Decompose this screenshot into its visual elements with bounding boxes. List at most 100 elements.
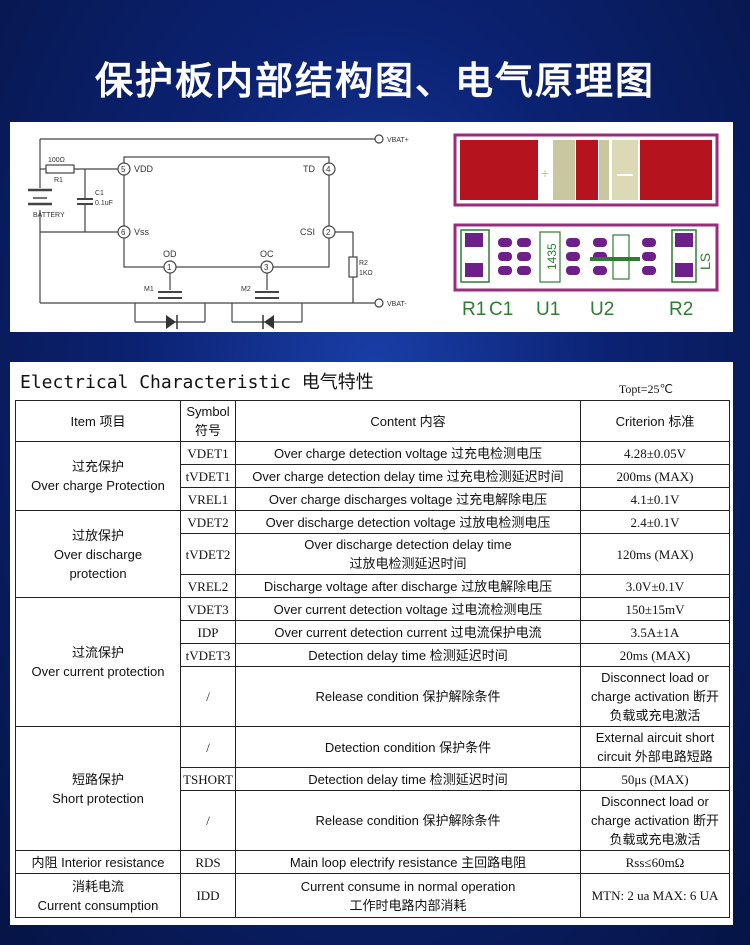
criterion-cell: 20ms (MAX) bbox=[580, 643, 730, 667]
spec-temp: Topt=25℃ bbox=[618, 382, 673, 396]
symbol-cell: / bbox=[180, 790, 236, 851]
header-symbol: Symbol 符号 bbox=[180, 400, 236, 442]
item-cell: 内阻 Interior resistance bbox=[15, 850, 181, 874]
table-row: TSHORT Detection delay time 检测延迟时间 50μs … bbox=[16, 767, 730, 791]
r2-name: R2 bbox=[359, 260, 368, 267]
pin6-num: 6 bbox=[121, 228, 126, 237]
header-item: Item 项目 bbox=[15, 400, 181, 442]
criterion-cell: 120ms (MAX) bbox=[580, 533, 730, 575]
content-cell: Over discharge detection voltage 过放电检测电压 bbox=[235, 510, 581, 534]
table-row: 过充保护 Over charge Protection VDET1 Over c… bbox=[15, 441, 730, 511]
pin1-num: 1 bbox=[167, 263, 172, 272]
table-row: 短路保护 Short protection / Detection condit… bbox=[15, 726, 730, 851]
pcb-label-u2: U2 bbox=[590, 299, 614, 320]
criterion-cell: 3.0V±0.1V bbox=[580, 574, 730, 598]
content-cell: Over current detection voltage 过电流检测电压 bbox=[235, 597, 581, 621]
symbol-cell: RDS bbox=[180, 850, 236, 874]
criterion-cell: 150±15mV bbox=[580, 597, 730, 621]
table-row: VREL2 Discharge voltage after discharge … bbox=[16, 574, 730, 598]
c1-name: C1 bbox=[95, 190, 104, 197]
criterion-cell: 200ms (MAX) bbox=[580, 464, 730, 488]
item-cell: 过流保护 Over current protection bbox=[15, 597, 181, 727]
page-title: 保护板内部结构图、电气原理图 bbox=[94, 59, 655, 103]
symbol-cell: TSHORT bbox=[180, 767, 236, 791]
symbol-cell: / bbox=[180, 666, 236, 727]
r1-value: 100Ω bbox=[48, 157, 65, 164]
symbol-cell: VREL1 bbox=[180, 487, 236, 511]
pcb-chip-code: 1435 bbox=[545, 243, 559, 270]
pcb-label-c1: C1 bbox=[489, 299, 513, 320]
vbat-minus-label: VBAT- bbox=[387, 301, 407, 308]
pcb-ls-mark: LS bbox=[697, 253, 713, 270]
criterion-cell: Rss≤60mΩ bbox=[580, 850, 730, 874]
pin2-num: 2 bbox=[326, 228, 331, 237]
content-cell: Over charge detection delay time 过充电检测延迟… bbox=[235, 464, 581, 488]
criterion-cell: 50μs (MAX) bbox=[580, 767, 730, 791]
pcb-bottom-view: 1435 LS bbox=[453, 223, 719, 292]
item-cell: 过放保护 Over discharge protection bbox=[15, 510, 181, 598]
criterion-cell: Disconnect load or charge activation 断开 … bbox=[580, 790, 730, 851]
table-row: IDP Over current detection current 过电流保护… bbox=[16, 620, 730, 644]
content-cell: Discharge voltage after discharge 过放电解除电… bbox=[235, 574, 581, 598]
content-cell: Over current detection current 过电流保护电流 bbox=[235, 620, 581, 644]
symbol-cell: tVDET2 bbox=[180, 533, 236, 575]
symbol-cell: IDP bbox=[180, 620, 236, 644]
pin5-num: 5 bbox=[121, 165, 126, 174]
symbol-cell: / bbox=[180, 726, 236, 768]
spec-table-body: 过充保护 Over charge Protection VDET1 Over c… bbox=[15, 441, 730, 918]
symbol-cell: tVDET3 bbox=[180, 643, 236, 667]
m2-label: M2 bbox=[241, 286, 251, 293]
table-row: / Release condition 保护解除条件 Disconnect lo… bbox=[16, 790, 730, 851]
item-cell: 消耗电流 Current consumption bbox=[15, 873, 181, 918]
header-criterion: Criterion 标准 bbox=[580, 400, 730, 442]
table-row: 过放保护 Over discharge protection VDET2 Ove… bbox=[15, 510, 730, 598]
content-cell: Over charge detection voltage 过充电检测电压 bbox=[235, 441, 581, 465]
symbol-cell: VDET2 bbox=[180, 510, 236, 534]
symbol-cell: tVDET1 bbox=[180, 464, 236, 488]
schematic-diagram: VBAT+ VBAT- 100Ω R1 C1 0.1uF BATTERY 5 V… bbox=[28, 133, 719, 329]
content-cell: Detection delay time 检测延迟时间 bbox=[235, 767, 581, 791]
table-row: tVDET3 Detection delay time 检测延迟时间 20ms … bbox=[16, 643, 730, 667]
criterion-cell: 2.4±0.1V bbox=[580, 510, 730, 534]
pin2-label: CSI bbox=[300, 227, 315, 237]
spec-table: Item 项目 Symbol 符号 Content 内容 Criterion 标… bbox=[15, 400, 730, 918]
circuit-panel: VBAT+ VBAT- 100Ω R1 C1 0.1uF BATTERY 5 V… bbox=[10, 122, 733, 332]
criterion-cell: 4.28±0.05V bbox=[580, 441, 730, 465]
criterion-cell: 4.1±0.1V bbox=[580, 487, 730, 511]
table-row: VREL1 Over charge discharges voltage 过充电… bbox=[16, 487, 730, 511]
pin4-label: TD bbox=[303, 164, 315, 174]
criterion-cell: Disconnect load or charge activation 断开 … bbox=[580, 666, 730, 727]
content-cell: Detection delay time 检测延迟时间 bbox=[235, 643, 581, 667]
pcb-label-u1: U1 bbox=[536, 299, 560, 320]
table-row: 过流保护 Over current protection VDET3 Over … bbox=[15, 597, 730, 727]
pin3-num: 3 bbox=[264, 263, 269, 272]
table-row: 消耗电流 Current consumption IDD Current con… bbox=[15, 873, 730, 918]
item-cell: 短路保护 Short protection bbox=[15, 726, 181, 851]
pin5-label: VDD bbox=[134, 164, 154, 174]
symbol-cell: VREL2 bbox=[180, 574, 236, 598]
criterion-cell: External aircuit short circuit 外部电路短路 bbox=[580, 726, 730, 768]
pcb-top-view: + bbox=[453, 133, 719, 207]
symbol-cell: VDET1 bbox=[180, 441, 236, 465]
spec-panel: Electrical Characteristic 电气特性 Topt=25℃ … bbox=[10, 362, 733, 925]
pin3-label: OC bbox=[260, 249, 274, 259]
r1-name: R1 bbox=[54, 177, 63, 184]
pin1-label: OD bbox=[163, 249, 177, 259]
header-content: Content 内容 bbox=[235, 400, 581, 442]
vbat-plus-label: VBAT+ bbox=[387, 137, 409, 144]
m1-label: M1 bbox=[144, 286, 154, 293]
content-cell: Release condition 保护解除条件 bbox=[235, 666, 581, 727]
table-row: / Release condition 保护解除条件 Disconnect lo… bbox=[16, 666, 730, 727]
criterion-cell: MTN: 2 ua MAX: 6 UA bbox=[580, 873, 730, 918]
pcb-label-r1: R1 bbox=[462, 299, 486, 320]
pin6-label: Vss bbox=[134, 227, 150, 237]
pcb-minus-mark bbox=[617, 174, 633, 176]
pin4-num: 4 bbox=[326, 165, 331, 174]
pcb-plus: + bbox=[541, 165, 549, 181]
table-row: 内阻 Interior resistance RDS Main loop ele… bbox=[15, 850, 730, 874]
pcb-label-r2: R2 bbox=[669, 299, 693, 320]
symbol-cell: IDD bbox=[180, 873, 236, 918]
content-cell: Detection condition 保护条件 bbox=[235, 726, 581, 768]
spec-heading: Electrical Characteristic 电气特性 bbox=[20, 372, 374, 393]
c1-value: 0.1uF bbox=[95, 200, 113, 207]
